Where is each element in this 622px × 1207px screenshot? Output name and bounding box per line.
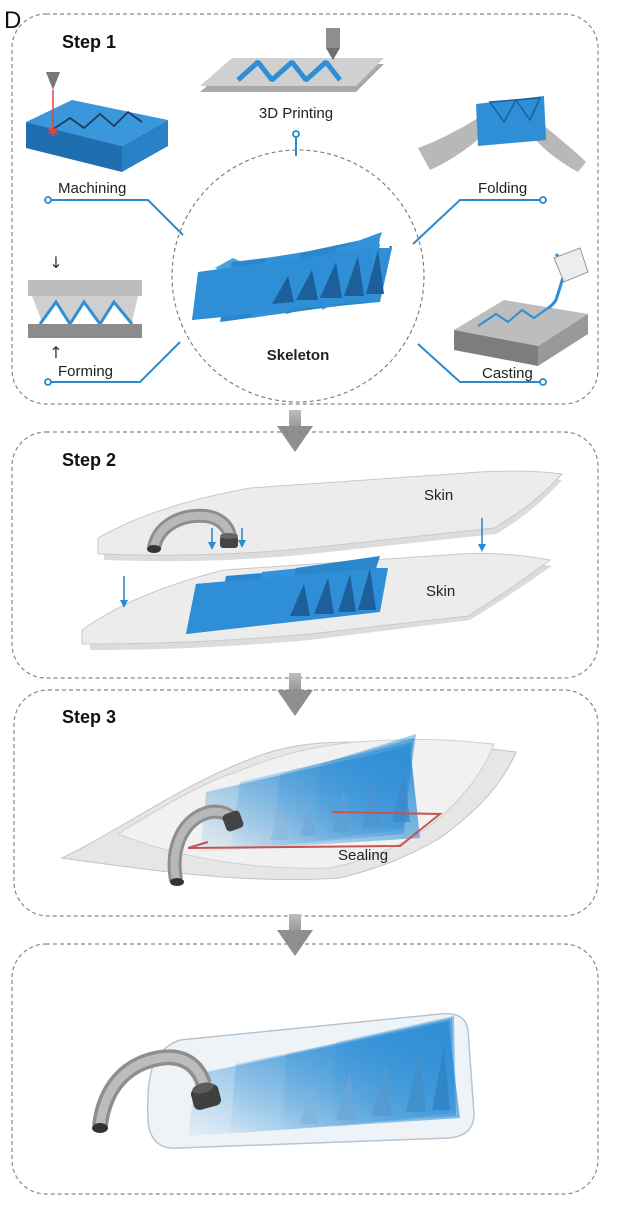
- skin-top-label: Skin: [424, 487, 453, 504]
- tube-step2: [147, 508, 238, 553]
- result-frame: [11, 943, 599, 1195]
- skin-upper: [97, 470, 564, 556]
- forming-label: Forming: [58, 363, 113, 380]
- machining-illustration: ✱: [26, 72, 168, 172]
- step3-panel: Step 3 Sealing: [13, 689, 599, 917]
- alignment-arrows: [120, 518, 486, 608]
- panel-letter: D: [4, 7, 21, 34]
- folding-illustration: [418, 96, 586, 172]
- printing-illustration: [200, 28, 384, 92]
- printing-label: 3D Printing: [259, 105, 333, 122]
- step3-title: Step 3: [62, 707, 116, 727]
- sealing-line: [187, 811, 443, 849]
- tube-step3: [167, 804, 244, 886]
- arrow-step1-to-step2: [277, 410, 313, 452]
- connector-dots: [44, 130, 547, 386]
- machining-label: Machining: [58, 180, 126, 197]
- connector-lines: [48, 136, 543, 383]
- skeleton-sealed: [200, 734, 420, 852]
- step2-panel: Step 2 Skin Skin: [11, 431, 599, 679]
- step3-frame: [13, 689, 599, 917]
- step1-panel: Step 1: [11, 13, 599, 405]
- folding-label: Folding: [478, 180, 527, 197]
- step1-frame: [11, 13, 599, 405]
- skin-bottom-label: Skin: [426, 583, 455, 600]
- sealing-label: Sealing: [338, 847, 388, 864]
- tube-final: [92, 1049, 222, 1133]
- skeleton-on-skin: [186, 556, 388, 634]
- skeleton-label: Skeleton: [267, 347, 330, 364]
- step2-frame: [11, 431, 599, 679]
- arrow-step2-to-step3: [277, 673, 313, 716]
- svg-text:✱: ✱: [47, 124, 59, 140]
- casting-illustration: [454, 247, 589, 366]
- skeleton-final: [188, 1016, 460, 1136]
- forming-illustration: ↓ ↑: [28, 253, 142, 362]
- svg-text:↓: ↓: [49, 253, 62, 272]
- step2-title: Step 2: [62, 450, 116, 470]
- skeleton-illustration: [192, 232, 392, 322]
- result-panel: [11, 943, 599, 1195]
- svg-text:↑: ↑: [49, 343, 62, 362]
- casting-label: Casting: [482, 365, 533, 382]
- arrow-step3-to-result: [277, 914, 313, 956]
- step1-title: Step 1: [62, 32, 116, 52]
